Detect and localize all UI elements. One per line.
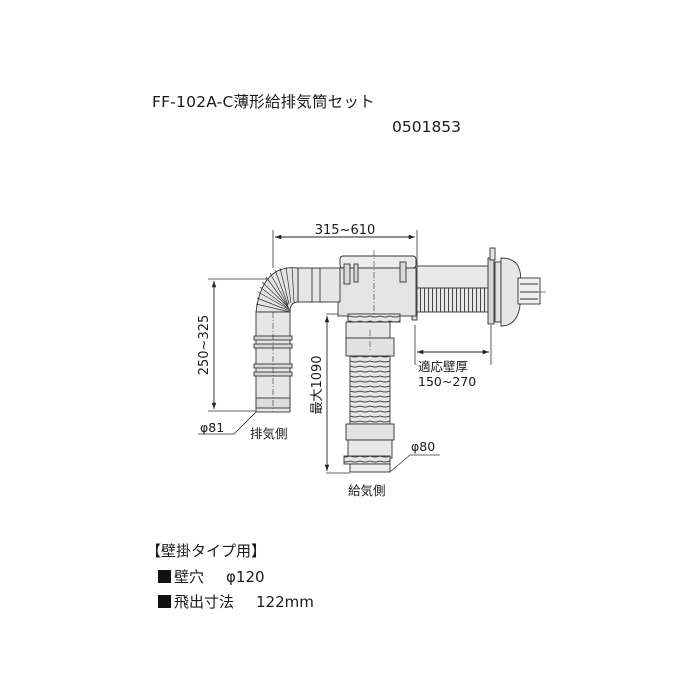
wall-thickness-dimension: 適応壁厚 150~270 — [414, 325, 492, 389]
max-length-label: 最大1090 — [310, 355, 325, 414]
intake-pipe — [343, 313, 401, 473]
intake-callout: φ80 給気側 — [348, 439, 440, 498]
intake-side-label: 給気側 — [348, 483, 386, 498]
wall-terminal — [399, 247, 546, 327]
specs-heading: 【壁掛タイプ用】 — [146, 542, 267, 560]
horizontal-length-label: 315~610 — [315, 223, 376, 238]
spec-value: φ120 — [226, 567, 265, 586]
exhaust-side-label: 排気側 — [250, 426, 288, 441]
spec-row-protrusion: 飛出寸法 122mm — [158, 591, 314, 612]
wall-thickness-label: 適応壁厚 — [418, 359, 468, 374]
spec-row-wall-hole: 壁穴 φ120 — [158, 566, 265, 587]
exhaust-height-dimension: 250~325 — [197, 278, 268, 412]
spec-label: 壁穴 — [174, 568, 205, 586]
horizontal-dimension: 315~610 — [272, 223, 418, 268]
wall-thickness-value: 150~270 — [418, 374, 476, 389]
spec-value: 122mm — [256, 592, 314, 611]
bullet-square-icon — [158, 570, 171, 583]
spec-label: 飛出寸法 — [174, 593, 235, 611]
product-code: 0501853 — [392, 118, 462, 136]
exhaust-pipe — [253, 266, 341, 413]
junction-box — [337, 250, 417, 330]
exhaust-callout: φ81 排気側 — [198, 411, 288, 441]
bullet-square-icon — [158, 595, 171, 608]
intake-diameter-label: φ80 — [411, 439, 435, 454]
exhaust-height-label: 250~325 — [197, 315, 212, 376]
product-title: FF-102A-C薄形給排気筒セット — [152, 93, 375, 111]
max-length-dimension: 最大1090 — [310, 313, 350, 474]
exhaust-diameter-label: φ81 — [200, 420, 224, 435]
